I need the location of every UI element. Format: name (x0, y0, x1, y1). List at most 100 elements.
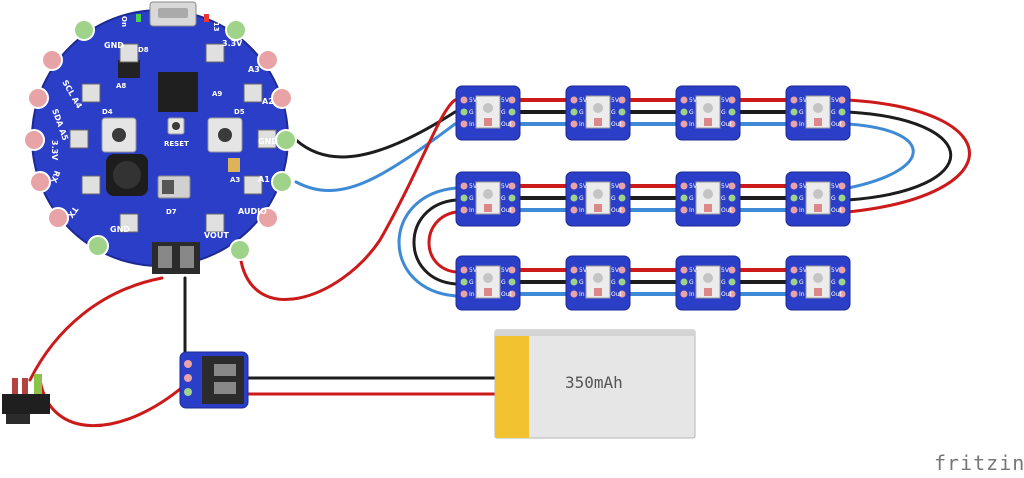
pixel-pin-label: Out (721, 291, 733, 298)
pixel-pin-label: G (469, 279, 474, 286)
pixel-pin-label: G (611, 109, 616, 116)
pixel-pin-label: G (831, 279, 836, 286)
pixel-pin-label: 5V (501, 97, 510, 104)
pad-label-right: A3 (248, 65, 260, 74)
pixel-pin-label: 5V (689, 183, 698, 190)
pad (23, 129, 45, 151)
pad (47, 207, 69, 229)
pixel-pin-label: 5V (721, 97, 730, 104)
strip-segment-wires (630, 268, 676, 296)
pixel-pin-label: G (689, 109, 694, 116)
strip-segment-wires (740, 98, 786, 126)
strip-segment-wires (630, 184, 676, 212)
silkscreen-labels: D8 A8 D4 D5 A9 RESET A3 D7 D13 On (102, 16, 245, 216)
pixel-pin-label: 5V (611, 183, 620, 190)
wire-a1-data-to-strip (294, 122, 457, 192)
mcu-chip (158, 72, 198, 112)
pad (41, 49, 63, 71)
pixel-pin-label: 5V (469, 183, 478, 190)
pixel-pin-label: In (579, 121, 585, 128)
strip-segment-wires (520, 98, 566, 126)
pad-label-right: A2 (262, 97, 274, 106)
pad-label-right: 3.3V (222, 39, 243, 48)
pixel-pin-label: 5V (831, 267, 840, 274)
lipo-battery: 350mAh (494, 329, 696, 439)
silk-a9: A9 (212, 90, 222, 98)
silk-a3: A3 (230, 176, 240, 184)
pixel-pin-label: In (579, 207, 585, 214)
pixel-pin-label: Out (721, 207, 733, 214)
silk-d4: D4 (102, 108, 113, 116)
pixel-pin-label: G (501, 195, 506, 202)
wire-board-jst-red (28, 276, 164, 382)
fritzing-watermark: fritzing (934, 451, 1024, 475)
pixel-pin-label: G (721, 279, 726, 286)
silk-reset: RESET (164, 140, 189, 148)
pixel-pin-label: 5V (689, 267, 698, 274)
pixel-pin-label: 5V (579, 183, 588, 190)
pixel-pin-label: 5V (799, 183, 808, 190)
pixel-pin-label: Out (611, 291, 623, 298)
battery-capacity-label: 350mAh (565, 373, 623, 392)
pad (87, 235, 109, 257)
board-neopixels (69, 43, 277, 233)
pixel-pin-label: Out (611, 121, 623, 128)
silk-on: On (120, 16, 128, 27)
pixel-pin-label: G (469, 109, 474, 116)
circuit-playground-board: GND SCL A4 SDA A5 3.3V RX TX GND 3.3V A3… (23, 1, 297, 274)
pixel-pin-label: G (799, 195, 804, 202)
light-sensor (228, 158, 240, 172)
left-pads (23, 19, 109, 257)
pad (27, 87, 49, 109)
pixel-pin-label: 5V (721, 267, 730, 274)
pixel-pin-label: G (501, 279, 506, 286)
wire-gnd-to-strip (294, 110, 457, 159)
wire-strip1-to-strip2-5v (846, 98, 971, 214)
pad-label-left: RX (49, 169, 62, 184)
jst-breakout (179, 351, 249, 409)
silk-d7: D7 (166, 208, 177, 216)
wire-switch-to-breakout (38, 378, 187, 428)
pixel-pin-label: G (689, 279, 694, 286)
pixel-pin-label: Out (501, 121, 513, 128)
pad (229, 239, 251, 261)
external-slide-switch (2, 374, 50, 424)
pad (29, 171, 51, 193)
pixel-pin-label: G (579, 195, 584, 202)
pixel-pin-label: 5V (469, 267, 478, 274)
pixel-pin-label: G (611, 195, 616, 202)
pixel-pin-label: G (799, 109, 804, 116)
wire-strip1-to-strip2-gnd (846, 110, 952, 202)
silk-a8: A8 (116, 82, 126, 90)
pad (257, 207, 279, 229)
pixel-pin-label: 5V (469, 97, 478, 104)
pixel-pin-label: 5V (611, 97, 620, 104)
pixel-pin-label: Out (501, 207, 513, 214)
sensor-chip (118, 60, 140, 78)
pixel-pin-label: Out (721, 121, 733, 128)
right-pads (225, 19, 297, 261)
pad (271, 87, 293, 109)
pixel-pin-label: G (721, 109, 726, 116)
pixel-pin-label: G (831, 109, 836, 116)
pixel-pin-label: In (579, 291, 585, 298)
pixel-pin-label: In (689, 207, 695, 214)
pixel-pin-label: 5V (831, 97, 840, 104)
pixel-pin-label: G (831, 195, 836, 202)
pixel-pin-label: In (689, 121, 695, 128)
pad-label-right: A1 (258, 175, 270, 184)
pixel-pin-label: G (721, 195, 726, 202)
wire-strip2-to-strip3-gnd (412, 198, 458, 286)
pixel-pin-label: 5V (799, 97, 808, 104)
pad-label-left: GND (110, 225, 130, 234)
pad (73, 19, 95, 41)
pixel-pin-label: Out (501, 291, 513, 298)
